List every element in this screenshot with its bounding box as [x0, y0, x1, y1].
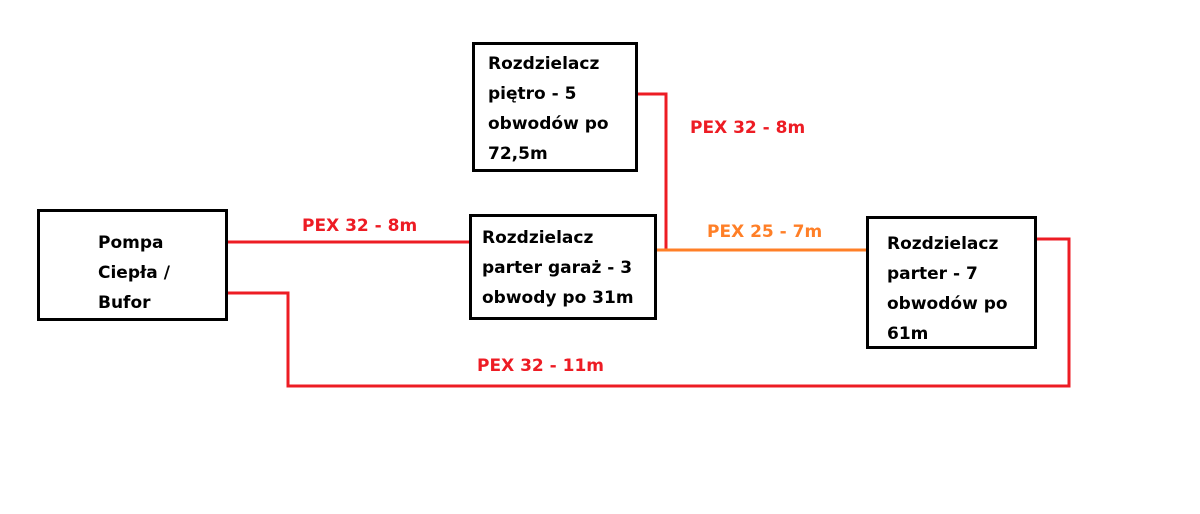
- pump-label: Pompa Ciepła / Bufor: [98, 233, 170, 313]
- pump-box: Pompa Ciepła / Bufor: [37, 209, 228, 321]
- pipe-label-pump-to-ground: PEX 32 - 11m: [477, 356, 605, 376]
- garage-manifold-box: Rozdzielacz parter garaż - 3 obwody po 3…: [469, 214, 657, 320]
- garage-manifold-label: Rozdzielacz parter garaż - 3 obwody po 3…: [482, 228, 634, 308]
- ground-manifold-label: Rozdzielacz parter - 7 obwodów po 61m: [887, 234, 1008, 344]
- pipe-pump-to-ground: [226, 237, 1071, 388]
- pipe-label-pump-to-garage: PEX 32 - 8m: [302, 216, 418, 236]
- pipe-label-garage-to-ground: PEX 25 - 7m: [707, 222, 823, 242]
- ground-manifold-box: Rozdzielacz parter - 7 obwodów po 61m: [866, 216, 1037, 349]
- pipe-label-garage-to-floor: PEX 32 - 8m: [690, 118, 806, 138]
- floor-manifold-label: Rozdzielacz piętro - 5 obwodów po 72,5m: [488, 54, 609, 164]
- floor-manifold-box: Rozdzielacz piętro - 5 obwodów po 72,5m: [472, 42, 638, 172]
